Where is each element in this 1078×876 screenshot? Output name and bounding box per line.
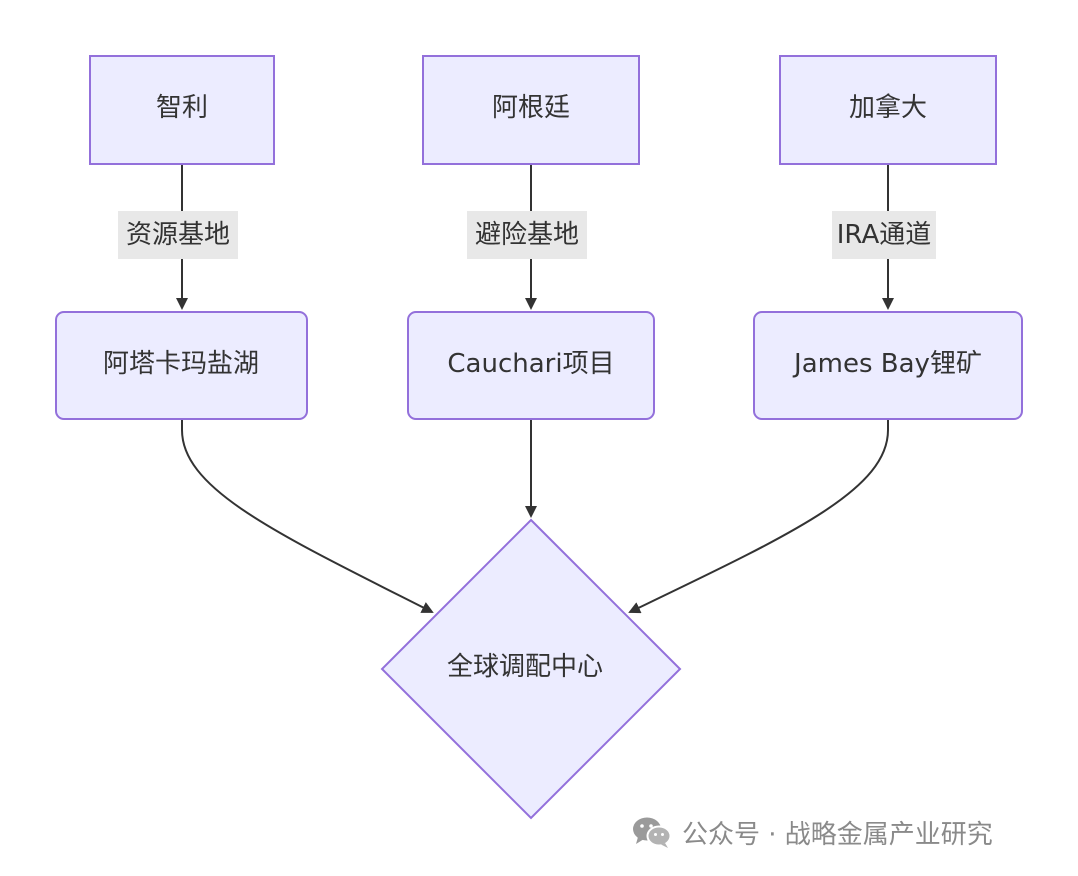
watermark: 公众号 · 战略金属产业研究 [632,810,993,854]
edges [176,164,894,614]
svg-text:全球调配中心: 全球调配中心 [447,652,603,682]
node-cauchari-project: Cauchari项目 [407,311,655,420]
edge-atacama-to-hub [181,420,434,613]
edge-label-resource-base: 资源基地 [118,211,238,259]
node-canada: 加拿大 [779,55,997,165]
svg-text:避险基地: 避险基地 [475,220,579,250]
node-james-bay-mine: James Bay锂矿 [753,311,1023,420]
svg-text:阿根廷: 阿根廷 [492,93,570,123]
svg-text:阿塔卡玛盐湖: 阿塔卡玛盐湖 [103,349,259,379]
node-argentina: 阿根廷 [422,55,640,165]
node-global-dispatch-hub: 全球调配中心 [380,518,682,820]
svg-text:James Bay锂矿: James Bay锂矿 [792,349,982,379]
edge-label-ira-channel: IRA通道 [832,211,936,259]
edge-label-hedge-base: 避险基地 [467,211,587,259]
wechat-icon [632,815,672,849]
node-atacama-salt-flat: 阿塔卡玛盐湖 [55,311,308,420]
svg-text:资源基地: 资源基地 [126,220,230,250]
svg-text:IRA通道: IRA通道 [837,220,931,250]
edge-james-bay-to-hub [628,420,889,614]
svg-text:智利: 智利 [156,93,208,123]
svg-text:加拿大: 加拿大 [849,93,927,123]
watermark-text: 公众号 · 战略金属产业研究 [682,819,993,850]
svg-text:Cauchari项目: Cauchari项目 [447,349,614,379]
node-chile: 智利 [89,55,275,165]
